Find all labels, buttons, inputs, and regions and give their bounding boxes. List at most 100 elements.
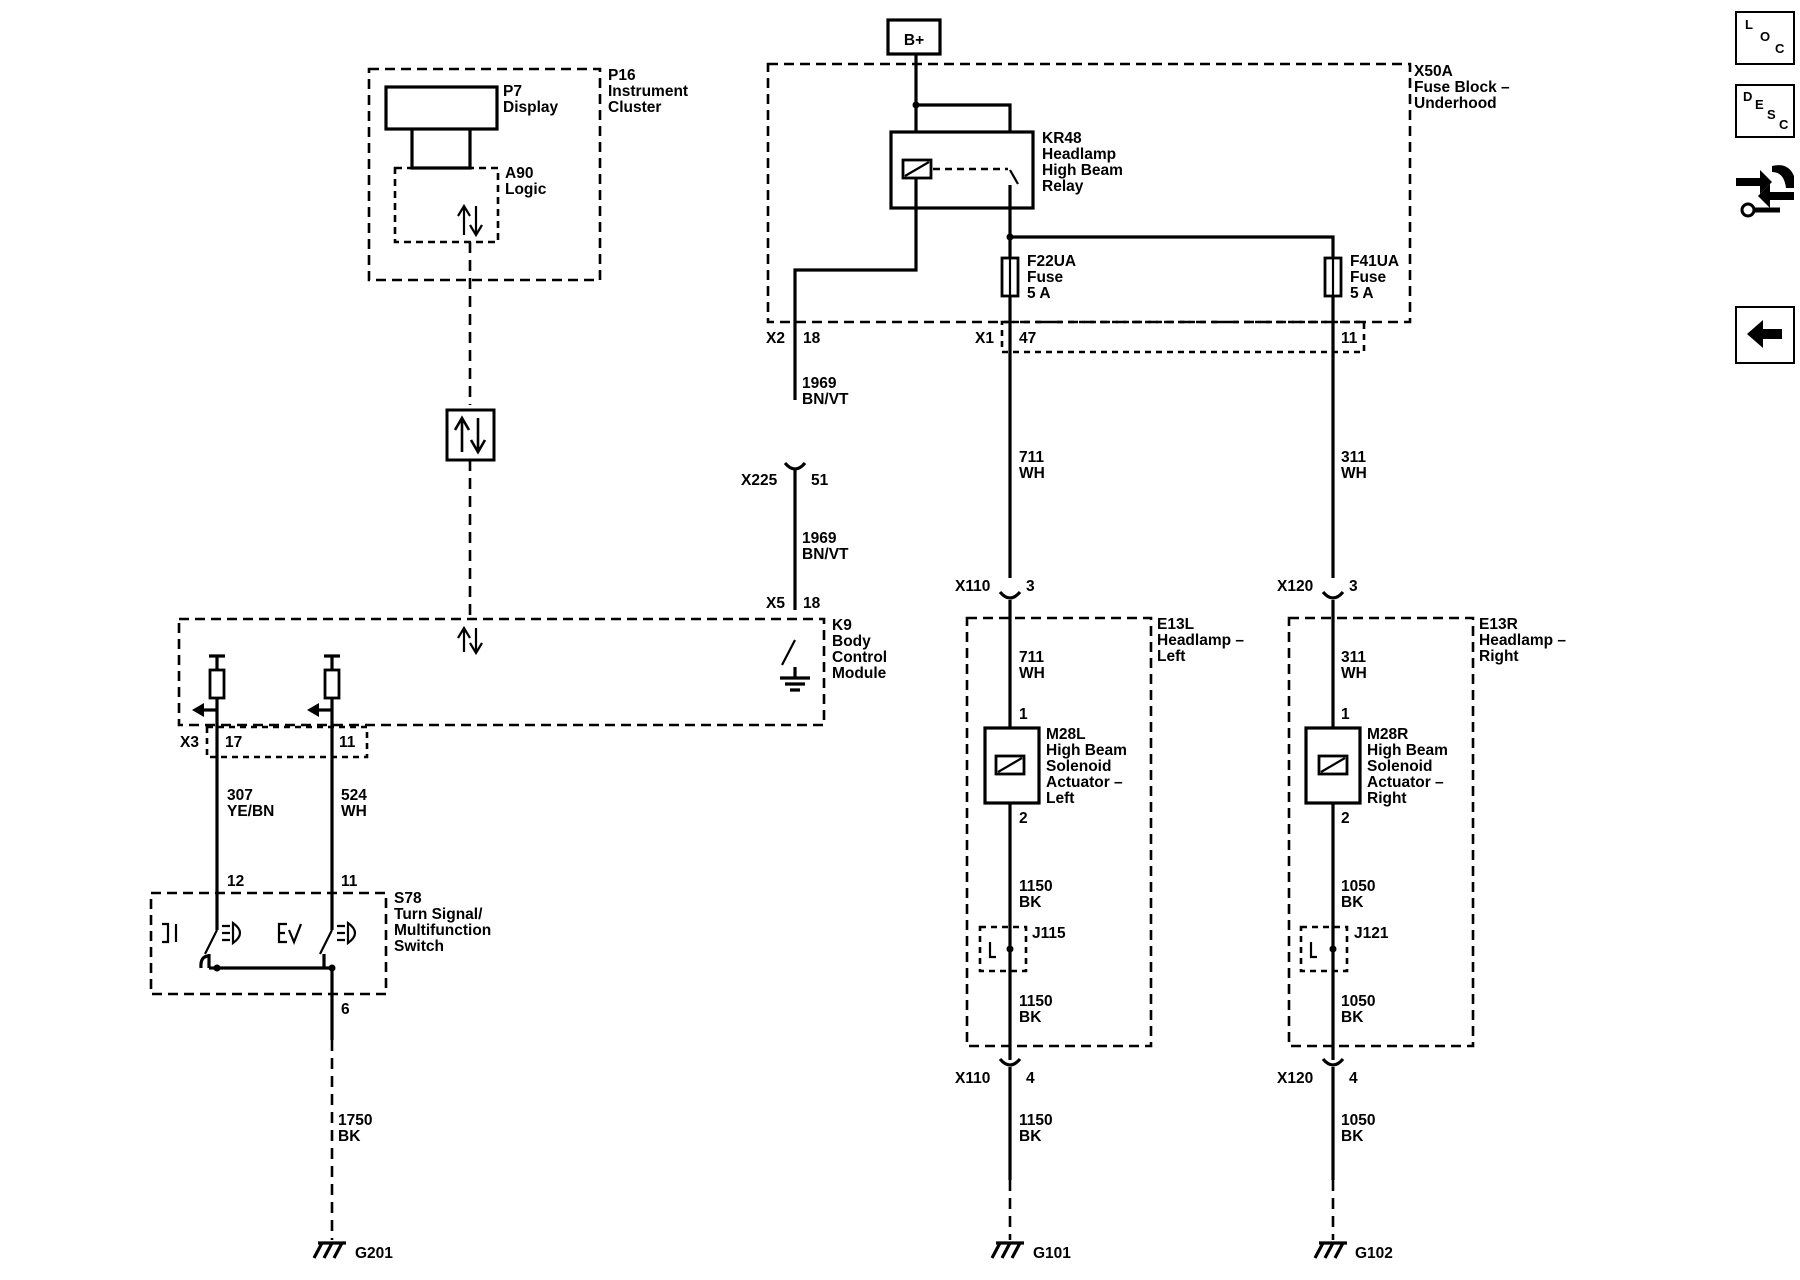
ground-g201: G201 <box>355 1245 393 1262</box>
bcm-resistor-b <box>323 668 341 700</box>
logic-outline <box>393 166 500 244</box>
wire-311-a-col: WH <box>1341 465 1367 482</box>
serial-data-symbol <box>445 408 496 462</box>
description-button[interactable]: D E S C <box>1735 84 1795 138</box>
headlamp-left-id: E13L <box>1157 616 1194 633</box>
actuator-right-name-4: Right <box>1367 790 1407 807</box>
actuator-left-name-3: Actuator – <box>1046 774 1123 791</box>
wire-307-col: YE/BN <box>227 803 274 820</box>
actuator-right-pin1: 1 <box>1341 706 1350 723</box>
loc-letter-c: C <box>1775 41 1785 56</box>
splice-j121-outline <box>1299 925 1349 973</box>
wire-1050-b-col: BK <box>1341 1009 1364 1026</box>
wire-1150-c-col: BK <box>1019 1128 1042 1145</box>
actuator-right-name-1: High Beam <box>1367 742 1448 759</box>
switch-id: S78 <box>394 890 422 907</box>
wire-1969-b-num: 1969 <box>802 530 837 547</box>
headlamp-left-name-1: Headlamp – <box>1157 632 1244 649</box>
conn-x110-top: X110 <box>955 578 990 595</box>
switch-name-3: Switch <box>394 938 444 955</box>
wire-1969-a-num: 1969 <box>802 375 837 392</box>
conn-x1-outline <box>1000 320 1366 354</box>
actuator-left-pin2: 2 <box>1019 810 1028 827</box>
actuator-left-name-2: Solenoid <box>1046 758 1111 775</box>
conn-x225: X225 <box>741 472 778 489</box>
fuse-f22ua-line1: Fuse <box>1027 269 1064 286</box>
conn-x3-pin-a: 17 <box>225 734 242 751</box>
relay-name-2: High Beam <box>1042 162 1123 179</box>
actuator-left-pin1: 1 <box>1019 706 1028 723</box>
conn-x5-pin: 18 <box>803 595 821 612</box>
splice-j115-outline <box>978 925 1028 973</box>
bcm-id: K9 <box>832 617 852 634</box>
ground-g101-symbol <box>990 1241 1024 1259</box>
display-id: P7 <box>503 83 522 100</box>
flash-to-pass-icon <box>277 922 303 945</box>
switch-pin-11: 11 <box>341 873 358 890</box>
conn-x3-outline <box>205 725 369 759</box>
relay-id: KR48 <box>1042 130 1082 147</box>
wire-1150-a-num: 1150 <box>1019 878 1053 895</box>
actuator-left-name-1: High Beam <box>1046 742 1127 759</box>
cluster-outline <box>367 67 602 282</box>
conn-x5: X5 <box>766 595 785 612</box>
fuse-block-id: X50A <box>1414 63 1453 80</box>
wire-711-a-num: 711 <box>1019 449 1044 466</box>
switch-pin-6: 6 <box>341 1001 350 1018</box>
actuator-right-pin2: 2 <box>1341 810 1350 827</box>
location-button[interactable]: L O C <box>1735 11 1795 65</box>
ground-g102: G102 <box>1355 1245 1393 1262</box>
fuse-f22ua-id: F22UA <box>1027 253 1076 270</box>
conn-x1-pin-a: 47 <box>1019 330 1036 347</box>
wire-711-b-col: WH <box>1019 665 1045 682</box>
wire-1050-a-col: BK <box>1341 894 1364 911</box>
desc-letter-s: S <box>1767 107 1776 122</box>
wire-711-b-num: 711 <box>1019 649 1044 666</box>
bcm-resistor-a <box>208 668 226 700</box>
headlamp-right-id: E13R <box>1479 616 1518 633</box>
actuator-right-id: M28R <box>1367 726 1408 743</box>
ground-g201-symbol <box>312 1241 346 1259</box>
wire-711-a-col: WH <box>1019 465 1045 482</box>
cluster-id: P16 <box>608 67 636 84</box>
conn-x110-bot: X110 <box>955 1070 990 1087</box>
wire-1050-a-num: 1050 <box>1341 878 1375 895</box>
conn-x2: X2 <box>766 330 785 347</box>
actuator-right-name-3: Actuator – <box>1367 774 1444 791</box>
bcm-name-3: Module <box>832 665 887 682</box>
display-box <box>384 85 499 131</box>
actuator-right-box <box>1304 726 1362 805</box>
actuator-right-name-2: Solenoid <box>1367 758 1432 775</box>
conn-x110-bot-pin: 4 <box>1026 1070 1035 1087</box>
conn-x120-top: X120 <box>1277 578 1313 595</box>
wire-1050-c-col: BK <box>1341 1128 1364 1145</box>
cluster-name-1: Instrument <box>608 83 688 100</box>
splice-j115: J115 <box>1032 925 1066 942</box>
fuse-f22ua-line2: 5 A <box>1027 285 1051 302</box>
wire-1050-b-num: 1050 <box>1341 993 1375 1010</box>
wire-1150-b-num: 1150 <box>1019 993 1053 1010</box>
headlamp-right-outline <box>1287 616 1475 1048</box>
fuse-f41ua-line2: 5 A <box>1350 285 1374 302</box>
fuse-block-name-1: Fuse Block – <box>1414 79 1510 96</box>
wire-311-b-col: WH <box>1341 665 1367 682</box>
service-tool-button[interactable] <box>1732 158 1798 222</box>
back-button[interactable] <box>1735 306 1795 364</box>
cluster-name-2: Cluster <box>608 99 661 116</box>
loc-letter-l: L <box>1745 17 1753 32</box>
wire-307-num: 307 <box>227 787 253 804</box>
switch-pin-12: 12 <box>227 873 244 890</box>
headlamp-right-name-2: Right <box>1479 648 1519 665</box>
headlamp-left-outline <box>965 616 1153 1048</box>
hand-wrench-icon <box>1736 165 1794 218</box>
conn-x1: X1 <box>975 330 994 347</box>
wire-1150-c-num: 1150 <box>1019 1112 1053 1129</box>
relay-name-3: Relay <box>1042 178 1084 195</box>
conn-x2-pin: 18 <box>803 330 821 347</box>
splice-j121: J121 <box>1354 925 1389 942</box>
fuse-block-outline <box>766 62 1412 324</box>
bcm-outline <box>177 617 826 727</box>
switch-name-2: Multifunction <box>394 922 491 939</box>
conn-x120-top-pin: 3 <box>1349 578 1358 595</box>
